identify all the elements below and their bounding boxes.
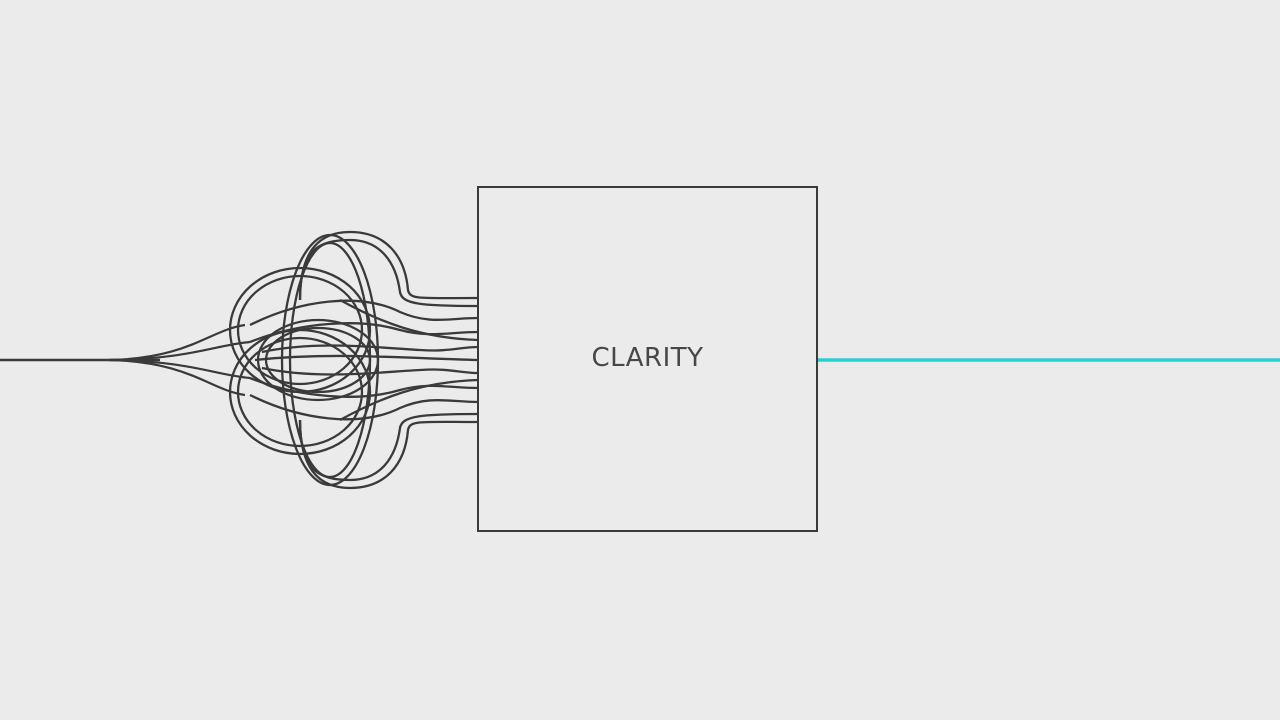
fan-strands <box>109 323 251 397</box>
fan-strand <box>109 340 251 362</box>
knot-loop <box>298 230 479 301</box>
fan-strand <box>109 358 251 380</box>
knot-loop <box>298 419 479 490</box>
knot-exit-strand <box>249 299 479 327</box>
knot-exit-strand <box>249 322 479 344</box>
knot-exit-strand <box>261 344 479 354</box>
clarity-box: CLARITY <box>477 186 818 532</box>
knot-loop <box>298 412 479 482</box>
knot-exit-strand <box>249 393 479 421</box>
knot-exit-strand <box>339 298 479 342</box>
fan-strand <box>109 358 246 397</box>
clarity-label: CLARITY <box>591 343 704 373</box>
knot-exit-strand <box>249 376 479 398</box>
knot-exit-strand <box>254 354 479 362</box>
knot-exit-strand <box>339 378 479 422</box>
knot-ring <box>236 274 364 386</box>
tangled-knot <box>228 230 479 490</box>
knot-exit-strand <box>261 366 479 376</box>
knot-ring <box>236 336 364 448</box>
knot-loop <box>298 238 479 308</box>
knot-ring <box>288 241 372 479</box>
